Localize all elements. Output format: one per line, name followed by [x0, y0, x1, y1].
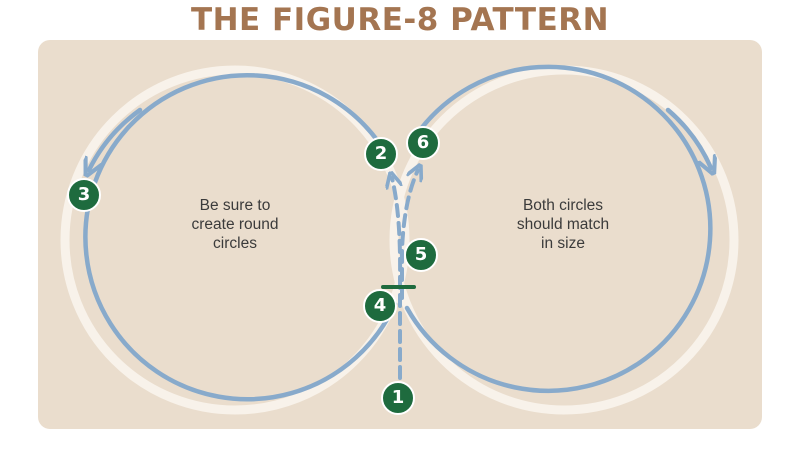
left-circle-caption: Be sure to create round circles	[155, 196, 315, 253]
left-circle-arrow	[89, 107, 143, 170]
left-caption-line: Be sure to	[199, 197, 271, 214]
dashed-path-cross	[400, 170, 418, 300]
right-caption-line: in size	[541, 235, 585, 252]
right-circle-guide	[389, 65, 739, 415]
left-circle-guide	[60, 65, 410, 415]
right-circle-arrow	[665, 107, 711, 168]
right-caption-line: Both circles	[522, 197, 604, 214]
step-badge-6: 6	[406, 126, 440, 160]
step-badge-3: 3	[67, 178, 101, 212]
left-caption-line: circles	[213, 235, 257, 252]
step-badge-4: 4	[363, 289, 397, 323]
right-caption-line: should match	[516, 216, 610, 233]
left-caption-line: create round	[191, 216, 279, 233]
right-circle-path	[404, 64, 713, 394]
step-badge-1: 1	[381, 381, 415, 415]
step-badge-5: 5	[404, 238, 438, 272]
right-circle-caption: Both circles should match in size	[483, 196, 643, 253]
step-badge-2: 2	[364, 137, 398, 171]
page-title: THE FIGURE-8 PATTERN	[190, 2, 610, 38]
left-circle-path	[83, 72, 398, 402]
